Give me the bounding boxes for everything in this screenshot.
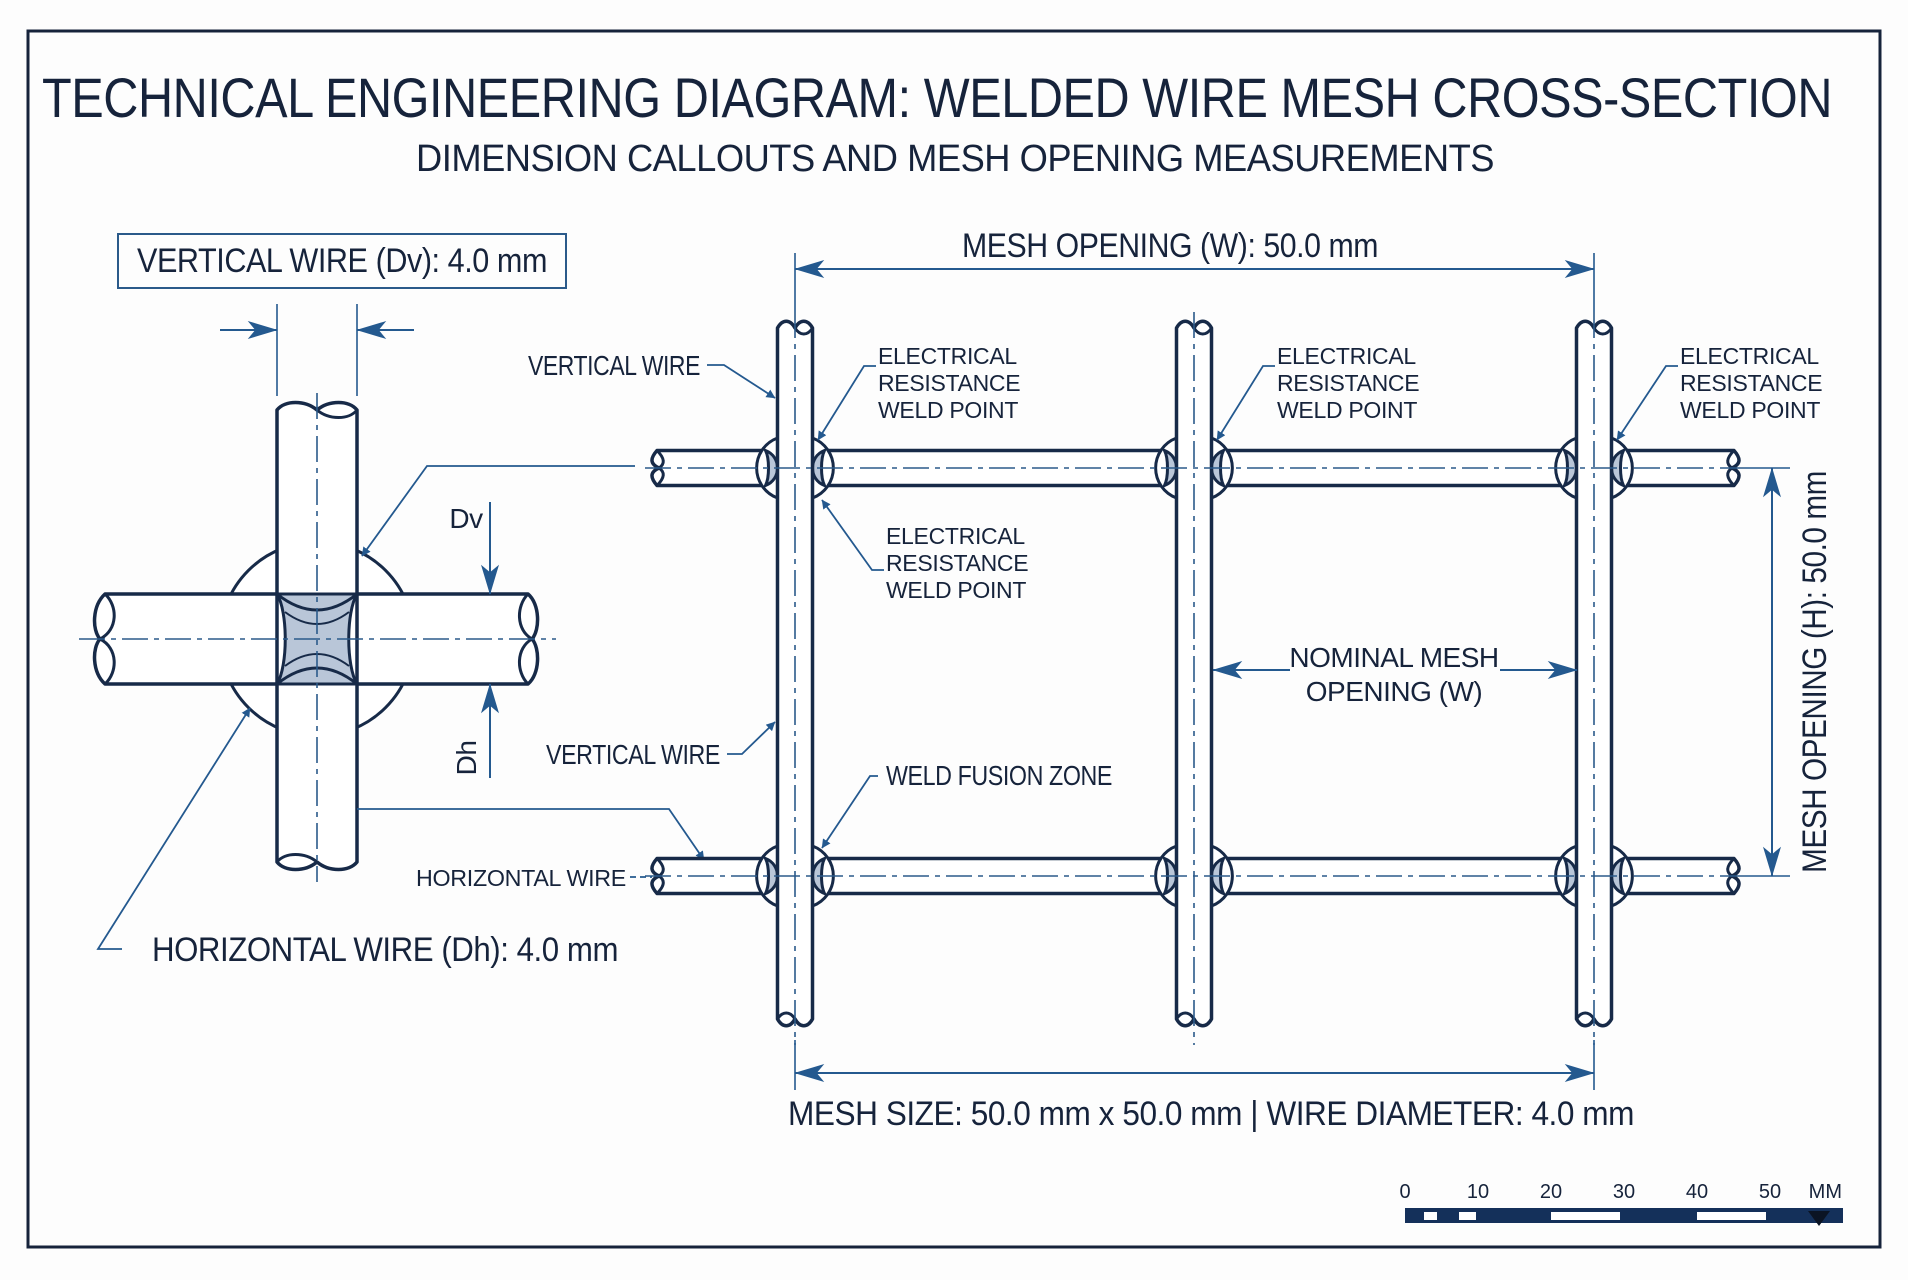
weld-nugget (762, 447, 779, 489)
wire-break-icon (793, 327, 814, 336)
weld-point-callout-leader (817, 365, 876, 441)
scale-bar-tick-label: 0 (1399, 1181, 1410, 1203)
callout-horizontal-wire: HORIZONTAL WIRE (416, 865, 626, 891)
weld-point-callout-text: RESISTANCE (886, 550, 1028, 576)
horizontal-diameter-leader-line (96, 707, 251, 950)
weld-point-callout-text: WELD POINT (886, 577, 1026, 603)
dh-symbol: Dh (451, 741, 482, 776)
mesh-opening-w-label: MESH OPENING (W): 50.0 mm (962, 227, 1378, 265)
mesh-size-summary-label: MESH SIZE: 50.0 mm x 50.0 mm | WIRE DIAM… (788, 1095, 1634, 1133)
weld-point-callout-text: WELD POINT (1277, 397, 1417, 423)
mesh-callouts: VERTICAL WIRE VERTICAL WIRE HORIZONTAL W… (416, 350, 1113, 891)
weld-point-callout-text: ELECTRICAL (886, 523, 1025, 549)
vertical-wire-break-top (316, 408, 359, 419)
callout-vertical-wire-top: VERTICAL WIRE (528, 350, 700, 381)
weld-point-callout-text: WELD POINT (878, 397, 1018, 423)
weld-point-callout-text: ELECTRICAL (878, 343, 1017, 369)
weld-nugget (762, 855, 779, 897)
mesh-opening-h-label: MESH OPENING (H): 50.0 mm (1796, 471, 1834, 873)
scale-bar-tick-label: 20 (1540, 1181, 1562, 1203)
weld-point-callout-leader (1216, 365, 1275, 441)
weld-point-callout-text: RESISTANCE (878, 370, 1020, 396)
scale-bar-tick-label: 10 (1467, 1181, 1489, 1203)
weld-nugget (1610, 855, 1627, 897)
weld-point-callout-leader (1616, 365, 1678, 441)
weld-point-callout-text: RESISTANCE (1277, 370, 1419, 396)
wire-break-icon (1175, 1011, 1196, 1020)
weld-point-callout-text: RESISTANCE (1680, 370, 1822, 396)
wire-break-icon (1592, 327, 1613, 336)
scale-bar-segment (1459, 1212, 1476, 1220)
callout-vertical-wire-bottom-leader (727, 721, 776, 755)
scale-bar-segment (1551, 1212, 1620, 1220)
scale-bar-pointer-icon (1808, 1211, 1830, 1226)
weld-point-callout-text: ELECTRICAL (1680, 343, 1819, 369)
weld-leader-line (361, 465, 635, 557)
wire-break-icon (776, 1011, 797, 1020)
page-title: TECHNICAL ENGINEERING DIAGRAM: WELDED WI… (42, 66, 1832, 129)
nominal-opening-line-1: NOMINAL MESH (1289, 642, 1498, 673)
vertical-wire-break-bottom (275, 853, 318, 864)
wire-break-icon (1575, 1011, 1596, 1020)
weld-point-callout-text: WELD POINT (1680, 397, 1820, 423)
callout-weld-fusion-zone: WELD FUSION ZONE (886, 760, 1112, 791)
callout-vertical-wire-bottom: VERTICAL WIRE (546, 739, 720, 770)
scale-bar-tick-label: 40 (1686, 1181, 1708, 1203)
vertical-wire-diameter-label: VERTICAL WIRE (Dv): 4.0 mm (137, 242, 547, 280)
weld-nugget (1610, 447, 1627, 489)
page-subtitle: DIMENSION CALLOUTS AND MESH OPENING MEAS… (416, 138, 1494, 180)
nominal-opening-line-2: OPENING (W) (1306, 676, 1483, 707)
horizontal-wire-diameter-label: HORIZONTAL WIRE (Dh): 4.0 mm (152, 931, 618, 969)
callout-vertical-wire-top-leader (707, 364, 776, 399)
mesh-panel-view (645, 312, 1745, 1045)
drawing-border (26, 29, 1882, 1249)
scale-bar-tick-label: 50 (1759, 1181, 1781, 1203)
weld-point-callout-leader (821, 499, 884, 571)
scale-bar-tick-label: 30 (1613, 1181, 1635, 1203)
weld-point-callout-text: ELECTRICAL (1277, 343, 1416, 369)
vertical-wire-label-box (117, 233, 567, 289)
horizontal-wire-leader-line (357, 808, 705, 861)
mesh-dimensions: MESH OPENING (W): 50.0 mm MESH SIZE: 50.… (788, 227, 1834, 1133)
callout-weld-fusion-zone-leader (821, 775, 878, 849)
scale-bar-segment (1697, 1212, 1766, 1220)
scale-bar-segment (1424, 1212, 1437, 1220)
scale-bar: 0 10 20 30 40 50 MM (1399, 1181, 1843, 1226)
wire-break-icon (1192, 327, 1213, 336)
dv-symbol: Dv (449, 503, 483, 534)
scale-bar-unit-label: MM (1809, 1181, 1842, 1203)
joint-detail-view: VERTICAL WIRE (Dv): 4.0 mm Dv Dh (79, 233, 705, 969)
